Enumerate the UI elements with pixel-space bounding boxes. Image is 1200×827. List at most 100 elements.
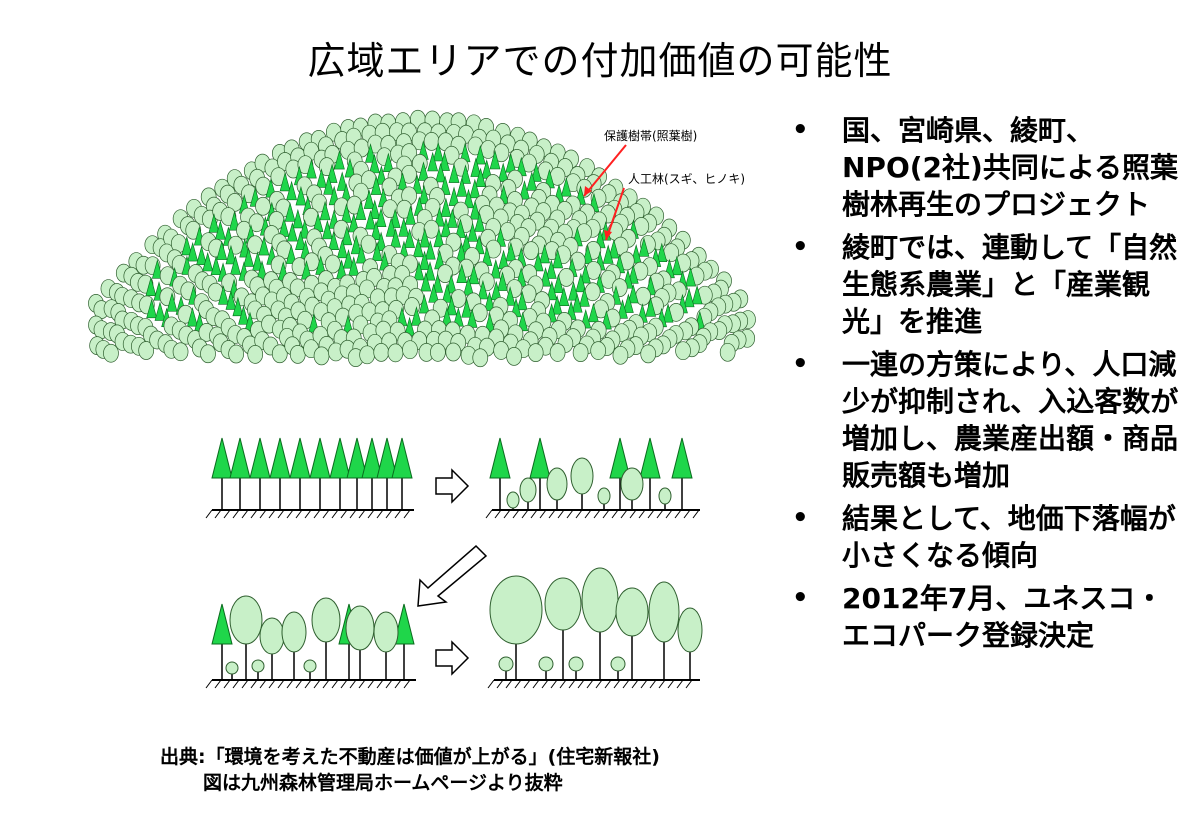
- conifer-mark: [427, 151, 439, 172]
- conifer-mark: [428, 283, 440, 303]
- broadleaf-crown: [544, 577, 582, 631]
- conifer-mark: [424, 261, 436, 281]
- ground-hatch: [539, 509, 547, 519]
- ground-hatch: [385, 509, 393, 519]
- conifer-mark: [424, 240, 436, 260]
- broadleaf-mark: [640, 344, 657, 364]
- conifer-crown: [211, 603, 233, 645]
- conifer-mark: [181, 235, 193, 256]
- conifer-mark: [469, 178, 481, 199]
- conifer-mark: [489, 149, 501, 170]
- conifer-crown: [211, 437, 233, 479]
- conifer-mark: [225, 290, 237, 310]
- conifer-mark: [316, 168, 327, 188]
- conifer-mark: [286, 180, 297, 201]
- ground-hatch: [358, 679, 366, 689]
- ground-hatch: [304, 509, 312, 519]
- conifer-mark: [230, 255, 241, 275]
- conifer-mark: [419, 227, 431, 248]
- broadleaf-crown: [281, 611, 307, 653]
- broadleaf-crown: [498, 656, 514, 672]
- ground-hatch: [649, 679, 657, 689]
- conifer-mark: [232, 296, 244, 317]
- conifer-mark: [328, 230, 340, 250]
- conifer-mark: [418, 161, 429, 181]
- conifer-mark: [363, 189, 375, 209]
- ground-hatch: [250, 509, 258, 519]
- ground-hatch: [223, 509, 231, 519]
- ground-hatch: [250, 679, 258, 689]
- broadleaf-crown: [620, 467, 644, 501]
- bullet-item: •2012年7月、ユネスコ・エコパーク登録決定: [792, 582, 1164, 652]
- conifer-mark: [683, 287, 695, 308]
- conifer-mark: [228, 211, 240, 231]
- conifer-mark: [477, 279, 489, 300]
- conifer-mark: [532, 251, 544, 272]
- conifer-mark: [355, 200, 367, 220]
- conifer-mark: [326, 163, 338, 183]
- broadleaf-crown: [489, 575, 543, 645]
- conifer-mark: [440, 197, 452, 217]
- broadleaf-crown: [506, 491, 520, 509]
- ground-hatch: [403, 509, 411, 519]
- conifer-mark: [638, 237, 650, 257]
- broadleaf-mark: [289, 345, 306, 364]
- broadleaf-crown: [546, 467, 568, 501]
- conifer-mark: [321, 219, 333, 240]
- conifer-mark: [348, 256, 360, 276]
- broadleaf-crown: [311, 597, 341, 643]
- ground-hatch: [313, 509, 321, 519]
- ground-hatch: [611, 509, 619, 519]
- conifer-mark: [539, 243, 550, 264]
- forest-succession-panels: [205, 437, 703, 689]
- ground-hatch: [268, 679, 276, 689]
- broadleaf-crown: [373, 611, 399, 653]
- conifer-mark: [656, 242, 668, 262]
- ground-hatch: [403, 679, 411, 689]
- broadleaf-mark: [590, 341, 607, 360]
- conifer-mark: [456, 263, 468, 284]
- ground-hatch: [286, 679, 294, 689]
- conifer-mark: [369, 153, 380, 174]
- broadleaf-mark: [228, 344, 244, 364]
- conifer-mark: [418, 293, 430, 314]
- conifer-crown: [249, 437, 271, 479]
- conifer-mark: [504, 286, 516, 306]
- ground-hatch: [485, 509, 493, 519]
- conifer-mark: [412, 237, 424, 258]
- conifer-crown: [639, 437, 661, 479]
- bullet-dot: •: [792, 349, 809, 379]
- conifer-mark: [545, 259, 557, 279]
- ground-hatch: [667, 679, 675, 689]
- conifer-mark: [187, 307, 198, 327]
- conifer-mark: [627, 283, 639, 304]
- conifer-crown: [269, 437, 291, 479]
- conifer-mark: [419, 250, 430, 270]
- bullet-dot: •: [792, 115, 809, 145]
- ground-hatch: [541, 679, 549, 689]
- conifer-mark: [602, 244, 614, 264]
- conifer-mark: [446, 295, 457, 316]
- ground-hatch: [340, 509, 348, 519]
- broadleaf-mark: [313, 346, 330, 366]
- bullet-item: •綾町では、連動して「自然生態系農業」と「産業観光」を推進: [792, 231, 1178, 338]
- conifer-crown: [346, 437, 368, 479]
- conifer-mark: [490, 258, 502, 279]
- ground-hatch: [595, 679, 603, 689]
- ground-hatch: [629, 509, 637, 519]
- ground-hatch: [259, 509, 267, 519]
- conifer-mark: [455, 218, 466, 238]
- broadleaf-mark: [138, 341, 155, 360]
- broadleaf-crown: [229, 595, 263, 645]
- conifer-mark: [398, 217, 410, 237]
- ground-hatch: [658, 679, 666, 689]
- conifer-mark: [214, 220, 226, 240]
- ground-hatch: [514, 679, 522, 689]
- ground-hatch: [638, 509, 646, 519]
- broadleaf-crown: [677, 607, 703, 653]
- conifer-mark: [497, 271, 508, 291]
- ground-hatch: [656, 509, 664, 519]
- arrow-right-bottom: [435, 640, 470, 676]
- conifer-mark: [344, 157, 356, 178]
- conifer-mark: [319, 200, 331, 221]
